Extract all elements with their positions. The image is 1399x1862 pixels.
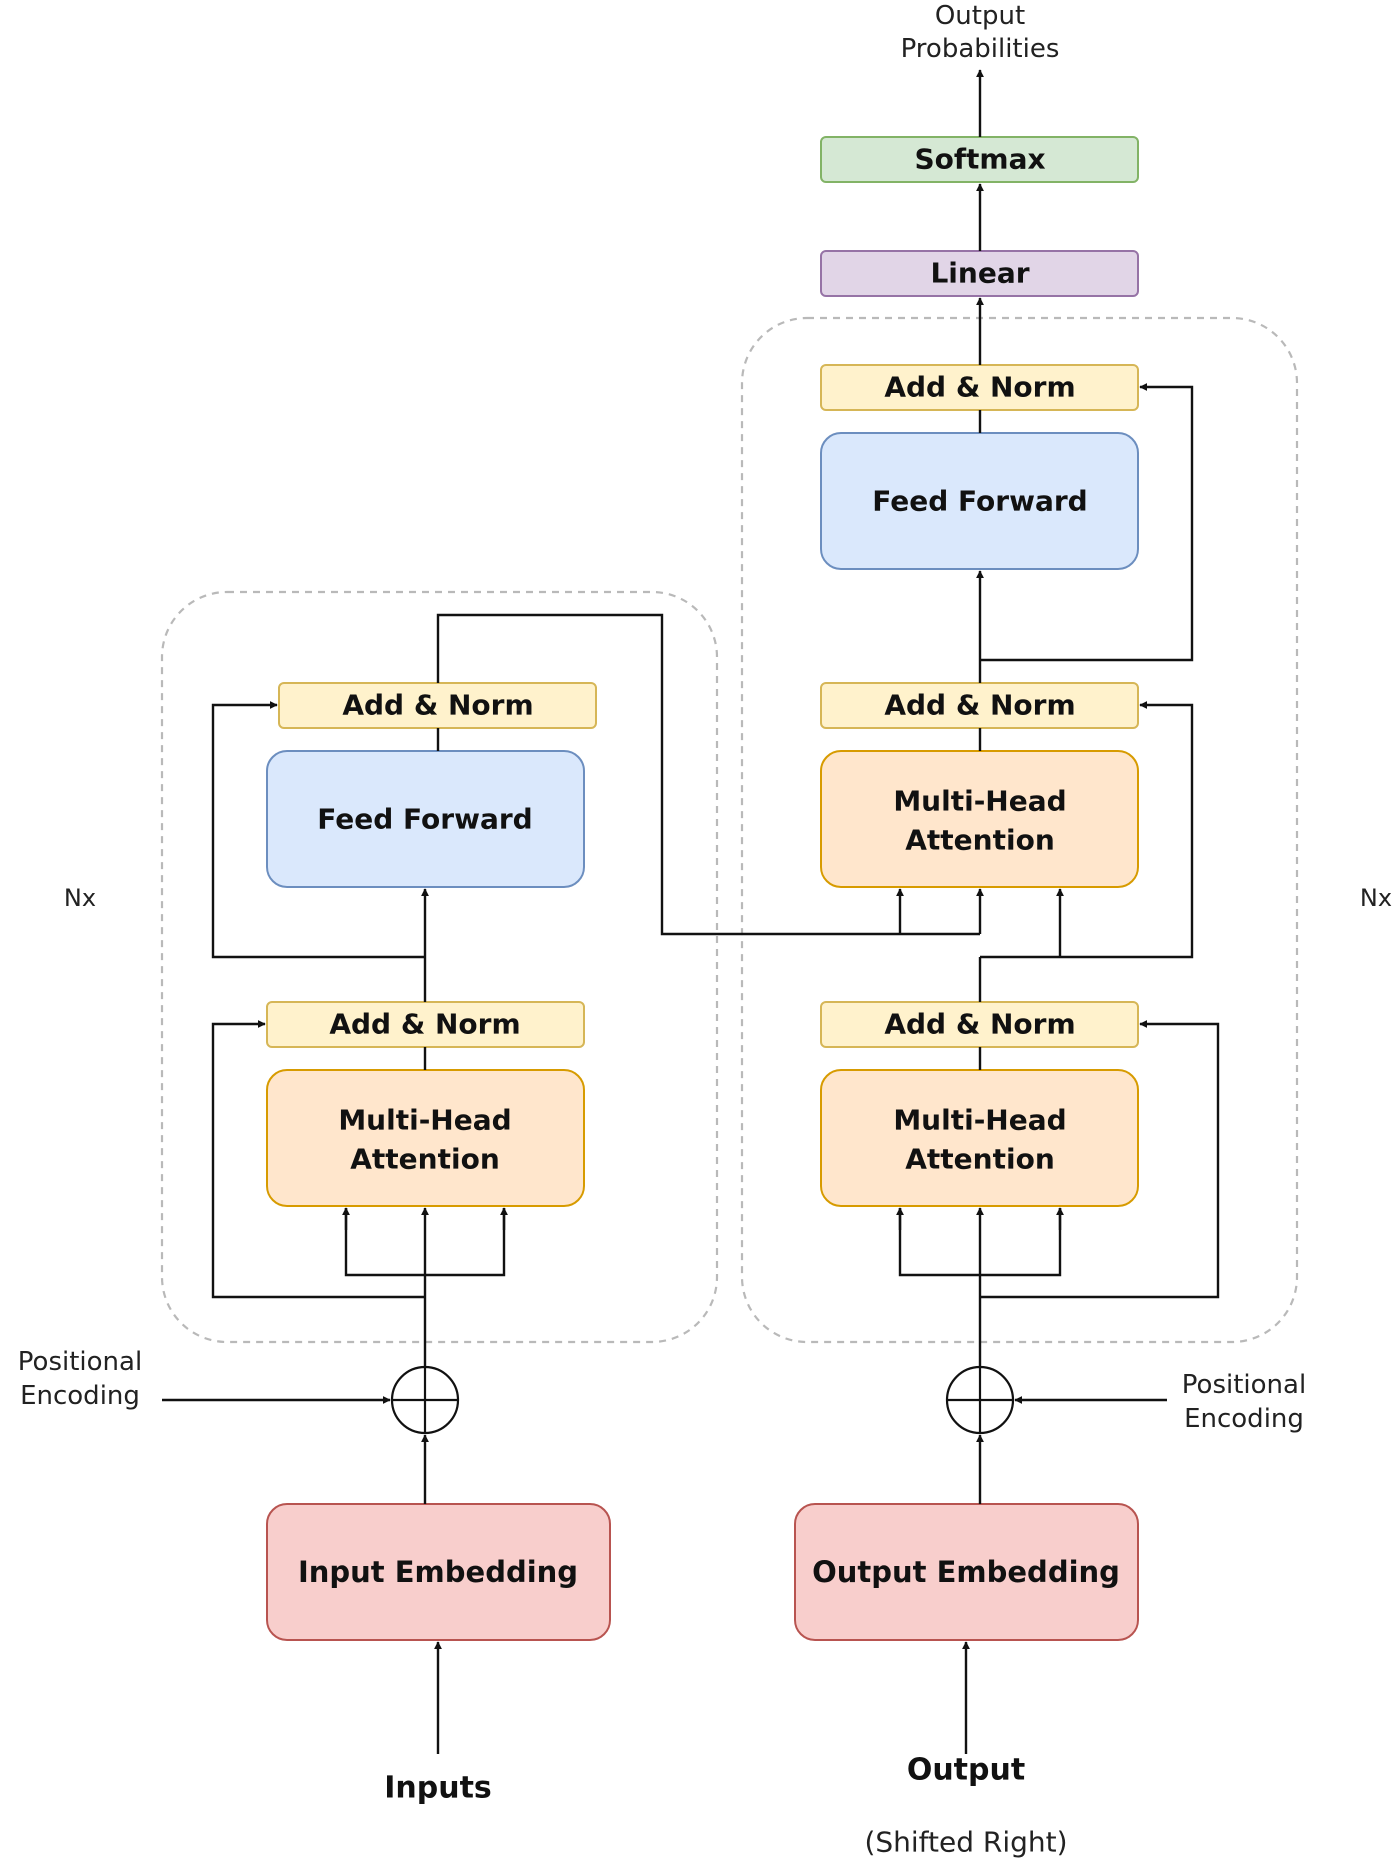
decoder-self-attention: Multi-Head Attention <box>820 1069 1139 1207</box>
encoder-residual-attn <box>211 1020 425 1299</box>
encoder-add-norm-top: Add & Norm <box>278 682 597 729</box>
decoder-residual-self <box>980 1020 1220 1299</box>
output-shifted-label: Output <box>907 1753 1025 1788</box>
encoder-repeat-label: Nx <box>64 884 96 912</box>
decoder-residual-ff <box>980 383 1194 662</box>
decoder-positional-line2: Encoding <box>1184 1404 1304 1434</box>
decoder-positional-line1: Positional <box>1182 1370 1306 1400</box>
decoder-cross-attention-line2: Attention <box>905 824 1055 857</box>
decoder-add-norm-bottom: Add & Norm <box>820 1001 1139 1048</box>
softmax-label: Softmax <box>914 143 1045 176</box>
decoder-repeat-label: Nx <box>1360 884 1392 912</box>
encoder-repeat-container <box>160 590 719 1344</box>
decoder-add-norm-mid: Add & Norm <box>820 682 1139 729</box>
encoder-attention-line1: Multi-Head <box>338 1104 511 1137</box>
output-probabilities-line2: Probabilities <box>901 34 1060 64</box>
decoder-feed-forward: Feed Forward <box>820 432 1139 570</box>
decoder-feed-forward-label: Feed Forward <box>872 485 1087 518</box>
input-embedding-block: Input Embedding <box>266 1503 611 1641</box>
shifted-right-label: (Shifted Right) <box>864 1826 1067 1859</box>
encoder-attention-line2: Attention <box>350 1143 500 1176</box>
decoder-cross-attention-line1: Multi-Head <box>893 785 1066 818</box>
linear-label: Linear <box>930 257 1029 290</box>
decoder-cross-attention: Multi-Head Attention <box>820 750 1139 888</box>
encoder-positional-line1: Positional <box>18 1347 142 1377</box>
inputs-label: Inputs <box>384 1771 492 1806</box>
decoder-repeat-container <box>740 316 1299 1344</box>
decoder-self-attention-line2: Attention <box>905 1143 1055 1176</box>
decoder-self-qkv-split <box>898 1208 1062 1277</box>
encoder-residual-ff <box>211 701 425 959</box>
decoder-add-norm-top-label: Add & Norm <box>884 371 1075 404</box>
input-embedding-label: Input Embedding <box>298 1555 578 1589</box>
decoder-add-norm-mid-label: Add & Norm <box>884 689 1075 722</box>
linear-block: Linear <box>820 250 1139 297</box>
output-embedding-block: Output Embedding <box>794 1503 1139 1641</box>
encoder-attention: Multi-Head Attention <box>266 1069 585 1207</box>
encoder-add-norm-bottom-label: Add & Norm <box>329 1008 520 1041</box>
decoder-add-norm-top: Add & Norm <box>820 364 1139 411</box>
encoder-positional-line2: Encoding <box>20 1381 140 1411</box>
encoder-qkv-split <box>344 1208 506 1277</box>
decoder-self-attention-line1: Multi-Head <box>893 1104 1066 1137</box>
encoder-add-norm-bottom: Add & Norm <box>266 1001 585 1048</box>
decoder-add-norm-bottom-label: Add & Norm <box>884 1008 1075 1041</box>
output-probabilities-line1: Output <box>935 1 1025 31</box>
encoder-positional-add-icon <box>390 1365 460 1435</box>
softmax-block: Softmax <box>820 136 1139 183</box>
decoder-residual-cross <box>980 701 1194 959</box>
encoder-feed-forward: Feed Forward <box>266 750 585 888</box>
decoder-positional-add-icon <box>945 1365 1015 1435</box>
encoder-memory-line <box>436 613 980 936</box>
output-embedding-label: Output Embedding <box>812 1555 1120 1589</box>
encoder-add-norm-top-label: Add & Norm <box>342 689 533 722</box>
encoder-feed-forward-label: Feed Forward <box>317 803 532 836</box>
